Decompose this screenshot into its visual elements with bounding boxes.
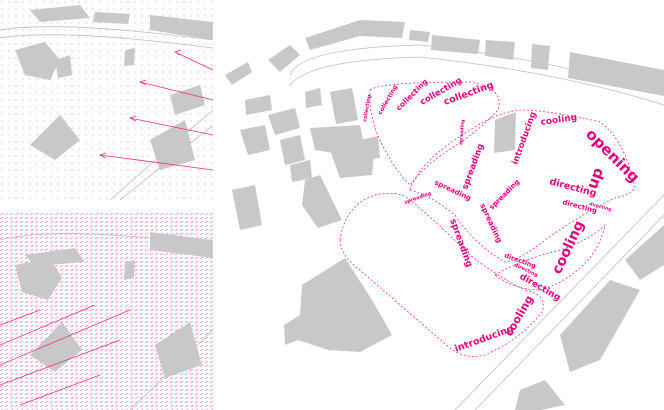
buildings (225, 20, 664, 410)
panel-top-left (0, 0, 214, 201)
label-collecting-2: collecting (377, 84, 400, 116)
label-introducing-2: introducing (453, 323, 515, 354)
label-cooling-1: cooling (540, 113, 578, 128)
label-collecting-1: collecting (362, 94, 373, 122)
label-directing-3: directing (588, 201, 612, 213)
label-spreading-7: spreading (447, 218, 474, 269)
label-spreading-1: spreading (458, 119, 466, 145)
panel-bottom-left (0, 212, 214, 410)
main-plan: collecting collecting collecting collect… (225, 20, 664, 410)
zones (339, 81, 636, 357)
wind-arrows-bottom (0, 304, 131, 406)
label-cooling-2: cooling (549, 218, 588, 277)
label-spreading-2: spreading (460, 143, 486, 192)
wind-arrows-top (98, 49, 214, 171)
label-spreading-4: spreading (488, 178, 522, 212)
